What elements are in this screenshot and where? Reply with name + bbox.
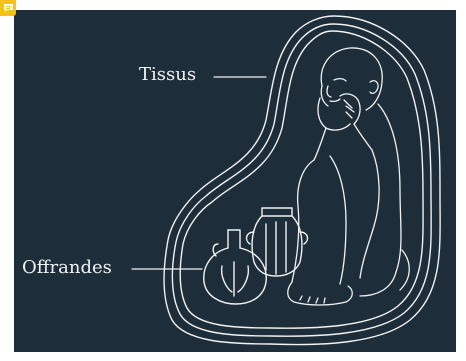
offering-vessels (204, 208, 308, 304)
seated-figure (288, 48, 410, 305)
textile-wrapping-layers (164, 16, 440, 345)
label-offrandes: Offrandes (22, 259, 112, 277)
label-tissus: Tissus (139, 66, 196, 84)
